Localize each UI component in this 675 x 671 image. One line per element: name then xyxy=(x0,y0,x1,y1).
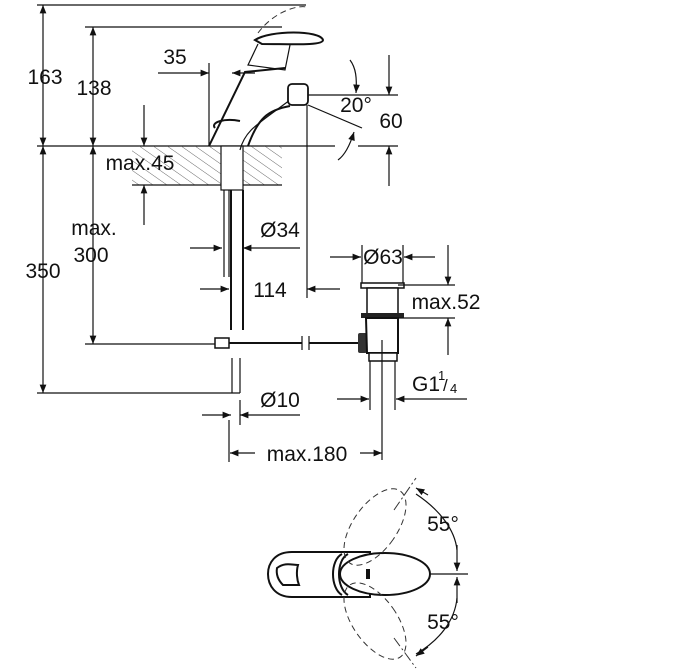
drain-assembly xyxy=(360,282,405,460)
label-60: 60 xyxy=(379,110,402,133)
supply-pipes xyxy=(223,190,244,393)
label-55-degrees-down: 55° xyxy=(427,611,459,634)
dimension-lines xyxy=(39,5,467,462)
label-max: max. xyxy=(71,217,117,240)
thread-main: G1 xyxy=(412,373,440,396)
thread-denominator: 4 xyxy=(450,381,457,396)
label-thread-g1-1-4: G1 1 / 4 xyxy=(412,368,457,396)
label-max-180: max.180 xyxy=(267,443,348,466)
label-300: 300 xyxy=(73,244,108,267)
dimension-labels: 163 138 35 20° 60 max.45 max. 300 350 Ø3… xyxy=(25,46,480,466)
label-max-45: max.45 xyxy=(106,152,175,175)
top-view: 55° 55° xyxy=(266,477,468,669)
label-max-52: max.52 xyxy=(412,291,481,314)
label-diameter-34: Ø34 xyxy=(260,219,300,242)
faucet-body xyxy=(208,6,325,151)
thread-slash: / xyxy=(443,376,448,395)
thread-numerator: 1 xyxy=(438,368,445,383)
label-114: 114 xyxy=(253,279,287,302)
label-diameter-63: Ø63 xyxy=(363,246,403,269)
label-20-degrees: 20° xyxy=(340,94,372,117)
label-diameter-10: Ø10 xyxy=(260,389,300,412)
label-350: 350 xyxy=(25,260,60,283)
reference-lines xyxy=(37,4,398,394)
countertop-slab xyxy=(132,145,282,191)
label-138: 138 xyxy=(76,77,111,100)
label-55-degrees-up: 55° xyxy=(427,513,459,536)
label-35: 35 xyxy=(163,46,186,69)
label-163: 163 xyxy=(27,66,62,89)
drain-rod xyxy=(214,333,367,353)
